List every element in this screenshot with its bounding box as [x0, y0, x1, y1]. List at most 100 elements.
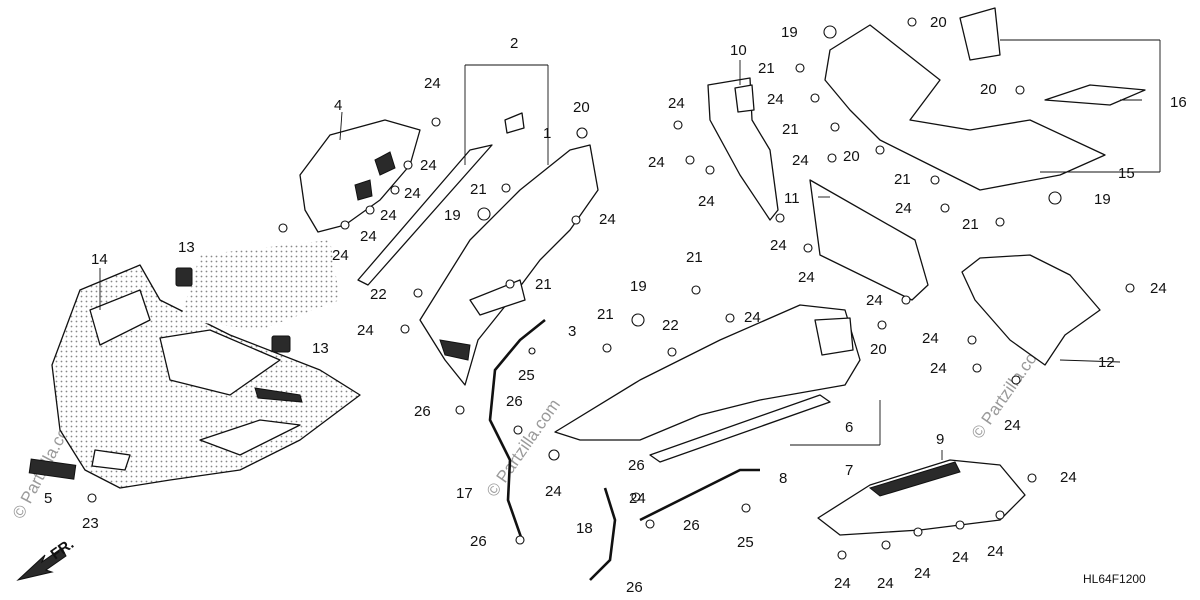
callout: 3 [568, 323, 576, 340]
callout: 24 [629, 490, 646, 507]
callout: 25 [518, 367, 535, 384]
callout: 12 [1098, 354, 1115, 371]
callout: 26 [683, 517, 700, 534]
callout: 24 [380, 207, 397, 224]
callout: 24 [895, 200, 912, 217]
lower-cover-part-9 [817, 459, 1026, 536]
fasteners [87, 17, 1135, 560]
callout: 1 [543, 125, 551, 142]
clip-part-13 [175, 267, 193, 287]
callout: 24 [332, 247, 349, 264]
callout: 24 [744, 309, 761, 326]
callout: 26 [414, 403, 431, 420]
callout: 24 [834, 575, 851, 592]
headlight-housing-part-4 [299, 119, 421, 233]
callout: 8 [779, 470, 787, 487]
fender-inner-part-12 [961, 254, 1101, 366]
flat-panel-part-11 [809, 179, 929, 301]
callout: 19 [630, 278, 647, 295]
callout: 23 [82, 515, 99, 532]
callout: 20 [870, 341, 887, 358]
callout: 24 [668, 95, 685, 112]
callout: 24 [1060, 469, 1077, 486]
callout: 25 [737, 534, 754, 551]
front-direction-indicator: FR. [16, 535, 77, 581]
callout: 24 [987, 543, 1004, 560]
callout: 21 [597, 306, 614, 323]
callout: 24 [922, 330, 939, 347]
callout: 21 [686, 249, 703, 266]
dotted-shadow-region [180, 240, 340, 330]
callout: 24 [1004, 417, 1021, 434]
callout: 21 [470, 181, 487, 198]
side-fender-part-6 [554, 304, 861, 463]
callout: 24 [798, 269, 815, 286]
callout: 24 [866, 292, 883, 309]
callout: 14 [91, 251, 108, 268]
tubes [488, 318, 760, 581]
callout: 16 [1170, 94, 1187, 111]
callout: 11 [784, 190, 800, 207]
diagram-code: HL64F1200 [1083, 572, 1146, 586]
callout: 24 [648, 154, 665, 171]
callout: 19 [781, 24, 798, 41]
callout: 24 [404, 185, 421, 202]
upper-panel-part-15 [824, 7, 1146, 191]
callout: 21 [758, 60, 775, 77]
callout: 24 [930, 360, 947, 377]
callout: 20 [930, 14, 947, 31]
callout: 21 [782, 121, 799, 138]
callout: 24 [914, 565, 931, 582]
callout: 15 [1118, 165, 1135, 182]
callout: 4 [334, 97, 342, 114]
callout: 19 [444, 207, 461, 224]
callout: 6 [845, 419, 853, 436]
callout: 24 [424, 75, 441, 92]
callout: 26 [626, 579, 643, 596]
callout: 17 [456, 485, 473, 502]
callout: 13 [312, 340, 329, 357]
callout: 21 [894, 171, 911, 188]
callout: 21 [962, 216, 979, 233]
callout: 5 [44, 490, 52, 507]
front-arrow-icon [16, 547, 67, 581]
trim-strip-part-2 [357, 112, 525, 286]
front-hood-part-14 [51, 264, 361, 489]
callout: 24 [599, 211, 616, 228]
callout: 26 [506, 393, 523, 410]
side-rail-part-1 [419, 144, 599, 386]
callout: 20 [843, 148, 860, 165]
callout: 20 [573, 99, 590, 116]
emblem-part-5 [28, 458, 77, 480]
callout: 24 [767, 91, 784, 108]
callout: 13 [178, 239, 195, 256]
callout: 9 [936, 431, 944, 448]
bracket-part-10 [707, 77, 779, 221]
callout: 26 [628, 457, 645, 474]
callout: 10 [730, 42, 747, 59]
callout: 22 [662, 317, 679, 334]
callout: 20 [980, 81, 997, 98]
leader-lines [99, 39, 1161, 460]
callout-numbers: 2 1 20 24 4 24 24 24 24 24 21 19 24 13 1… [44, 14, 1187, 596]
callout: 19 [1094, 191, 1111, 208]
callout: 24 [792, 152, 809, 169]
callout: 24 [357, 322, 374, 339]
callout: 24 [877, 575, 894, 592]
callout: 24 [1150, 280, 1167, 297]
callout: 24 [770, 237, 787, 254]
callout: 24 [545, 483, 562, 500]
callout: 26 [470, 533, 487, 550]
callout: 24 [952, 549, 969, 566]
callout: 2 [510, 35, 518, 52]
callout: 24 [698, 193, 715, 210]
callout: 24 [360, 228, 377, 245]
callout: 22 [370, 286, 387, 303]
callout: 21 [535, 276, 552, 293]
callout: 18 [576, 520, 593, 537]
callout: 24 [420, 157, 437, 174]
clip-part-13 [271, 335, 291, 353]
callout: 7 [845, 462, 853, 479]
